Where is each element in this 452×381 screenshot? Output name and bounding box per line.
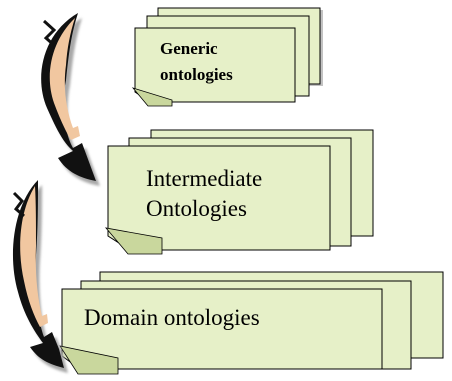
intermediate-front-page [104, 145, 331, 255]
intermediate-ontologies-stack [104, 129, 374, 255]
node-label-intermediate-ontologies: Intermediate Ontologies [146, 166, 263, 221]
domain-ontologies-stack [59, 271, 444, 375]
domain-front-page [59, 288, 383, 375]
curved-arrow-intermediate-to-domain [12, 180, 68, 373]
node-label-domain-ontologies: Domain ontologies [84, 305, 260, 330]
node-label-generic-ontologies: Generic ontologies [160, 39, 233, 84]
generic-ontologies-stack [131, 7, 323, 107]
curved-arrow-generic-to-intermediate [41, 13, 100, 186]
generic-front-page [131, 27, 296, 107]
